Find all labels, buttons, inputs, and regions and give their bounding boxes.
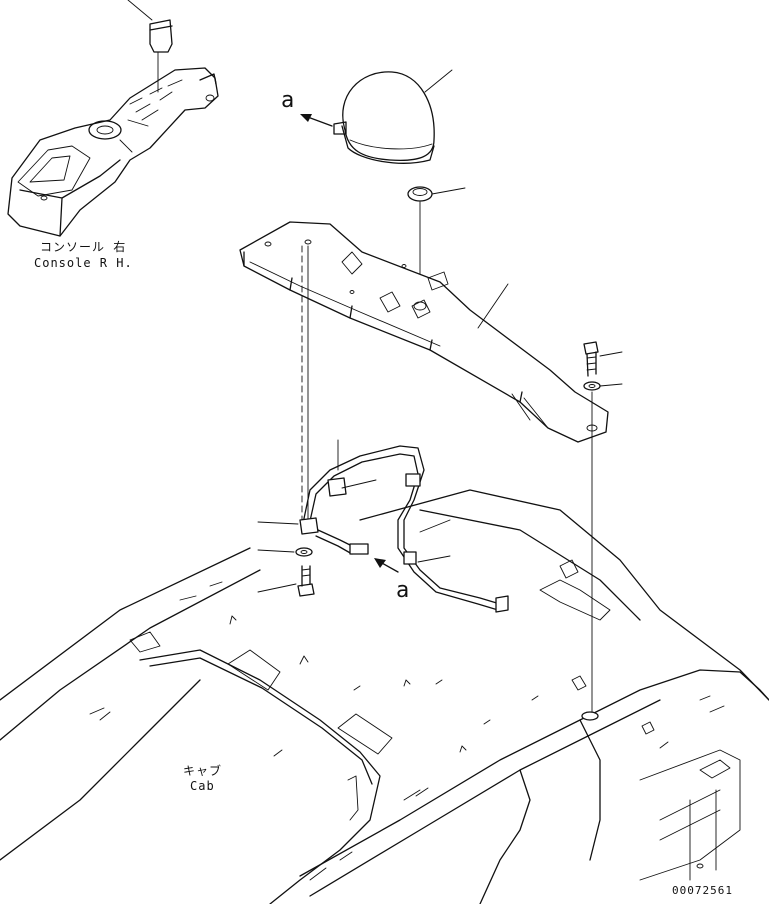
switch-knob <box>127 0 173 93</box>
cab-label-jp: キャブ <box>183 764 223 778</box>
arrow-a-bottom <box>374 558 399 573</box>
bolt-left <box>257 565 315 597</box>
washer-right <box>583 381 623 391</box>
cab-roof <box>0 489 769 904</box>
washer-left <box>257 547 313 557</box>
console-rh <box>7 67 219 237</box>
assembly-lines <box>301 245 593 713</box>
dome-lamp <box>333 69 453 164</box>
bolt-right <box>583 341 623 377</box>
cab-label-en: Cab <box>190 779 215 793</box>
roof-bracket-plate <box>239 221 609 443</box>
callout-a-bottom: a <box>396 578 410 603</box>
console-label-jp: コンソール 右 <box>40 240 127 254</box>
arrow-a-top <box>300 114 333 127</box>
callout-a-top: a <box>281 88 295 113</box>
drawing-number: 00072561 <box>672 884 733 897</box>
console-label-en: Console R H. <box>34 256 133 270</box>
wiring-harness <box>257 439 509 613</box>
